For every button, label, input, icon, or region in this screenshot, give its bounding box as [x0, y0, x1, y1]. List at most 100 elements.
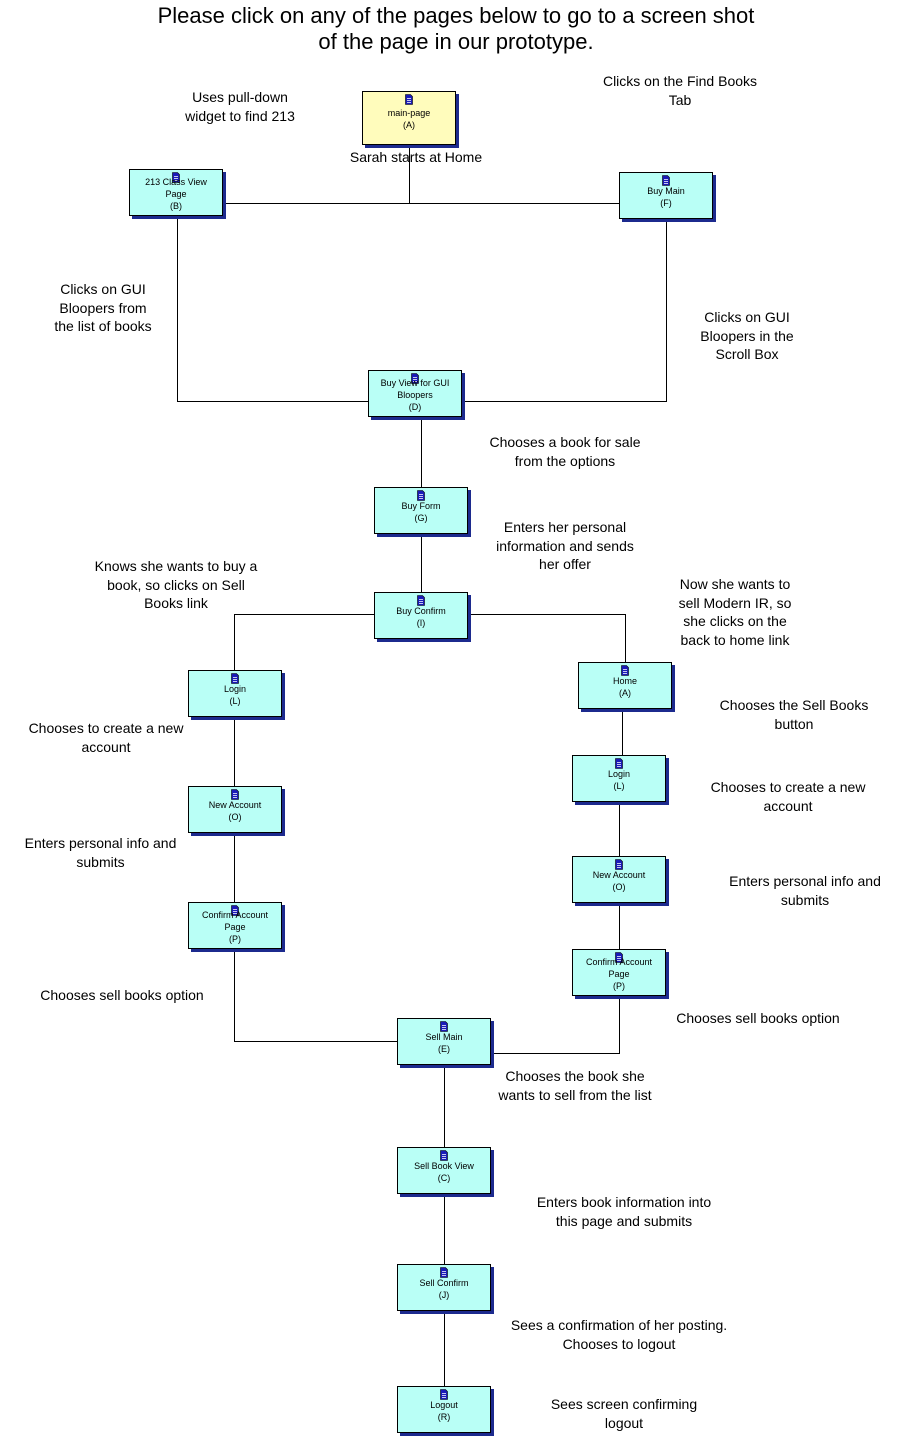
annotation-now-sell: Now she wants to sell Modern IR, so she …	[655, 575, 815, 649]
node-sell-confirm[interactable]: Sell Confirm (J)	[397, 1264, 491, 1311]
document-icon	[405, 94, 413, 105]
annotation-line: Bloopers from	[59, 299, 147, 316]
node-label-line: (O)	[612, 881, 626, 892]
document-icon	[231, 789, 239, 800]
node-label-line: New Account	[208, 799, 262, 810]
node-label-line: main-page	[387, 108, 431, 118]
node-label-line: Buy Form	[401, 500, 441, 511]
annotation-line: Chooses sell books option	[676, 1010, 840, 1026]
node-label-line: Page	[224, 921, 246, 932]
node-label-line: Buy View for GUI	[380, 377, 450, 388]
node-sell-book-view[interactable]: Sell Book View (C)	[397, 1147, 491, 1194]
node-label-line: (P)	[229, 933, 241, 944]
annotation-line: Scroll Box	[715, 346, 779, 362]
annotation-sell-option-left: Chooses sell books option	[22, 986, 222, 1005]
annotation-line: button	[774, 715, 814, 732]
node-home[interactable]: Home (A)	[578, 662, 672, 709]
node-buy-form[interactable]: Buy Form (G)	[374, 487, 468, 534]
annotation-sell-option-right: Chooses sell books option	[658, 1009, 858, 1028]
document-icon	[662, 175, 670, 186]
annotation-line: Sees screen confirming	[550, 1396, 698, 1412]
annotation-line: Uses pull-down	[192, 89, 288, 105]
node-login-left[interactable]: Login (L)	[188, 670, 282, 717]
annotation-line: Enters personal info and	[24, 835, 177, 851]
annotation-create-account-left: Chooses to create a new account	[6, 719, 206, 756]
document-icon	[417, 490, 425, 501]
node-label-line: (J)	[438, 1289, 450, 1300]
node-new-account-left[interactable]: New Account (O)	[188, 786, 282, 833]
node-213-class-view[interactable]: 213 Class View Page (B)	[129, 169, 223, 216]
annotation-line: Chooses to logout	[562, 1335, 676, 1352]
annotation-choose-book-sell: Chooses the book she wants to sell from …	[470, 1067, 680, 1104]
annotation-clicks-gui-scroll: Clicks on GUI Bloopers in the Scroll Box	[667, 308, 827, 364]
node-login-right[interactable]: Login (L)	[572, 755, 666, 802]
node-label-line: (R)	[437, 1411, 451, 1422]
annotation-clicks-gui-list: Clicks on GUI Bloopers from the list of …	[18, 280, 188, 336]
annotation-clicks-find-books: Clicks on the Find Books Tab	[560, 72, 800, 109]
annotation-sarah-starts: Sarah starts at Home	[316, 148, 516, 167]
node-buy-main[interactable]: Buy Main (F)	[619, 172, 713, 219]
node-label-line: Confirm Account	[585, 956, 653, 967]
annotation-line: logout	[604, 1414, 644, 1431]
document-icon	[440, 1021, 448, 1032]
annotation-create-account-right: Chooses to create a new account	[688, 778, 888, 815]
annotation-uses-pulldown: Uses pull-down widget to find 213	[130, 88, 350, 125]
document-icon	[231, 905, 239, 916]
annotation-line: information and sends	[496, 537, 634, 554]
annotation-line: sell Modern IR, so	[678, 594, 792, 611]
annotation-line: submits	[76, 853, 125, 870]
node-label-line: (L)	[229, 695, 241, 706]
connector-main-to-b-f	[188, 146, 620, 204]
annotation-line: Tab	[668, 91, 692, 108]
node-label-line: (O)	[228, 811, 242, 822]
node-main-page[interactable]: main-page (A)	[362, 91, 456, 145]
node-sell-main[interactable]: Sell Main (E)	[397, 1018, 491, 1065]
annotation-enters-book-info: Enters book information into this page a…	[514, 1193, 734, 1230]
node-label-line: (C)	[437, 1172, 451, 1183]
annotation-line: Chooses to create a new	[28, 720, 184, 736]
annotation-line: Enters her personal	[503, 519, 627, 535]
annotation-line: Chooses a book for sale	[489, 434, 641, 450]
node-label-line: Buy Confirm	[396, 605, 446, 616]
annotation-chooses-sell-button: Chooses the Sell Books button	[694, 696, 894, 733]
annotation-line: her offer	[539, 556, 591, 572]
annotation-line: Clicks on GUI	[704, 309, 790, 325]
annotation-line: Clicks on the Find Books	[602, 73, 758, 89]
document-icon	[621, 665, 629, 676]
node-label-line: Login	[607, 768, 631, 779]
title-line-2: of the page in our prototype.	[318, 29, 594, 54]
node-label-line: Sell Main	[425, 1031, 463, 1042]
node-label-line: (A)	[619, 687, 631, 698]
node-confirm-account-right[interactable]: Confirm Account Page (P)	[572, 949, 666, 996]
node-label-line: 213 Class View	[145, 176, 207, 187]
node-label-line: Sell Book View	[414, 1160, 474, 1171]
annotation-line: the list of books	[54, 318, 152, 334]
annotation-line: Chooses the Sell Books	[719, 697, 869, 713]
node-label-line: Buy Main	[647, 185, 685, 196]
document-icon	[615, 952, 623, 963]
annotation-line: book, so clicks on Sell	[107, 576, 245, 593]
node-label-line: Page	[165, 188, 187, 199]
document-icon	[615, 859, 623, 870]
annotation-sees-logout: Sees screen confirming logout	[534, 1395, 714, 1432]
annotation-line: account	[763, 797, 813, 814]
annotation-line: Chooses to create a new	[710, 779, 866, 795]
annotation-line: Chooses the book she	[505, 1068, 645, 1084]
node-new-account-right[interactable]: New Account (O)	[572, 856, 666, 903]
annotation-line: widget to find 213	[185, 107, 295, 124]
node-logout[interactable]: Logout (R)	[397, 1386, 491, 1433]
page-title: Please click on any of the pages below t…	[0, 3, 908, 55]
node-buy-view-gui-bloopers[interactable]: Buy View for GUI Bloopers (D)	[368, 370, 462, 417]
annotation-enters-info-left: Enters personal info and submits	[0, 834, 201, 871]
annotation-line: Sarah starts at Home	[349, 149, 483, 165]
node-label-line: (D)	[408, 401, 422, 412]
node-confirm-account-left[interactable]: Confirm Account Page (P)	[188, 902, 282, 949]
annotation-line: back to home link	[680, 631, 790, 648]
document-icon	[231, 673, 239, 684]
connector-f-to-d	[444, 219, 667, 402]
node-label-line: (E)	[438, 1043, 450, 1054]
node-buy-confirm[interactable]: Buy Confirm (I)	[374, 592, 468, 639]
annotation-enters-info-right: Enters personal info and submits	[704, 872, 906, 909]
document-icon	[172, 172, 180, 183]
node-label-line: Confirm Account	[201, 909, 269, 920]
